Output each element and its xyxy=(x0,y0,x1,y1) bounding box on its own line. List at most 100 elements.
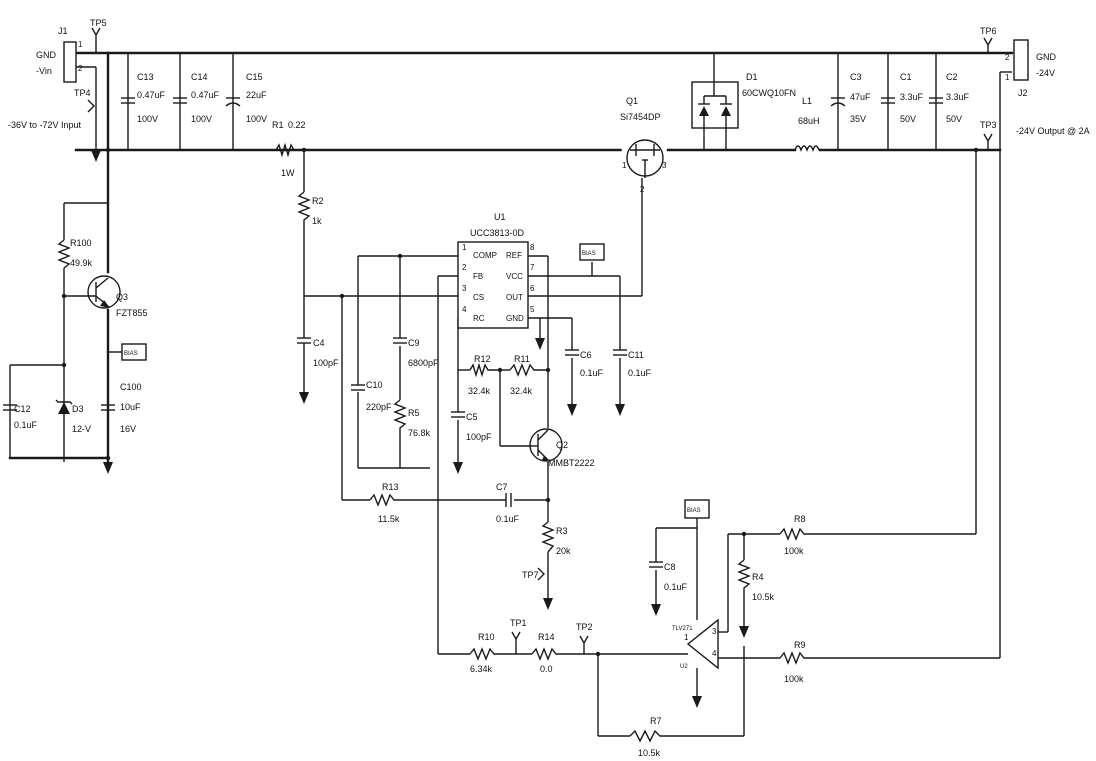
tp7-marker: TP7 xyxy=(522,567,545,581)
bias-label-u2: BIAS xyxy=(687,508,701,514)
output-rating-note: -24V Output @ 2A xyxy=(1016,126,1090,136)
r9-ref: R9 xyxy=(794,640,806,650)
capacitor-c9: C9 6800pF xyxy=(393,337,439,368)
transistor-q3: Q3 FZT855 xyxy=(87,275,148,318)
l1-value: 68uH xyxy=(798,116,820,126)
j2-gnd-label: GND xyxy=(1036,52,1057,62)
u1-part: UCC3813-0D xyxy=(470,228,525,238)
ground-arrow xyxy=(739,626,749,638)
capacitor-c7: C7 0.1uF xyxy=(496,482,520,524)
tp6-marker: TP6 xyxy=(980,26,997,53)
connector-j1: J1 GND -Vin 1 2 xyxy=(36,26,83,83)
c14-rating: 100V xyxy=(191,114,212,124)
r5-value: 76.8k xyxy=(408,428,431,438)
tp2-marker: TP2 xyxy=(576,622,593,654)
q1-pin-1: 1 xyxy=(622,161,627,170)
r14-ref: R14 xyxy=(538,632,555,642)
tp7-label: TP7 xyxy=(522,570,539,580)
q3-value: FZT855 xyxy=(116,308,148,318)
capacitor-c5: C5 100pF xyxy=(451,411,492,442)
r3-value: 20k xyxy=(556,546,571,556)
r7-value: 10.5k xyxy=(638,748,661,758)
resistor-r13: R13 11.5k xyxy=(369,482,404,524)
q1-pin-3: 3 xyxy=(662,161,667,170)
j1-pin2: 2 xyxy=(78,64,83,73)
r100-ref: R100 xyxy=(70,238,92,248)
u1-pin-7-number: 7 xyxy=(530,263,535,272)
c5-ref: C5 xyxy=(466,412,478,422)
r8-value: 100k xyxy=(784,546,804,556)
r5-ref: R5 xyxy=(408,408,420,418)
resistor-r10: R10 6.34k xyxy=(469,632,500,674)
capacitor-c1: C1 3.3uF 50V xyxy=(881,72,924,124)
d1-value: 60CWQ10FN xyxy=(742,88,796,98)
tp4-label: TP4 xyxy=(74,88,91,98)
r3-ref: R3 xyxy=(556,526,568,536)
r12-ref: R12 xyxy=(474,354,491,364)
tp5-label: TP5 xyxy=(90,18,107,28)
c5-value: 100pF xyxy=(466,432,492,442)
c4-value: 100pF xyxy=(313,358,339,368)
bias-label-u1: BIAS xyxy=(582,251,596,257)
c100-rating: 16V xyxy=(120,424,136,434)
c15-value: 22uF xyxy=(246,90,267,100)
u1-pin-cs: CS xyxy=(473,293,484,302)
r9-value: 100k xyxy=(784,674,804,684)
d3-value: 12-V xyxy=(72,424,91,434)
resistor-r4: R4 10.5k xyxy=(737,559,775,602)
u1-pin-3-number: 3 xyxy=(462,284,467,293)
u1-pin-comp: COMP xyxy=(473,251,497,260)
r2-ref: R2 xyxy=(312,196,324,206)
c2-ref: C2 xyxy=(946,72,958,82)
c3-rating: 35V xyxy=(850,114,866,124)
capacitor-c11: C11 0.1uF xyxy=(613,349,652,378)
j2-ref: J2 xyxy=(1018,88,1028,98)
ground-arrow xyxy=(692,696,702,708)
c7-ref: C7 xyxy=(496,482,508,492)
r1-ref: R1 xyxy=(272,120,284,130)
q3-ref: Q3 xyxy=(116,292,128,302)
capacitor-c10: C10 220pF xyxy=(351,380,392,412)
resistor-r1: R1 0.22 1W xyxy=(272,120,306,178)
q1-value: Si7454DP xyxy=(620,112,661,122)
r1-value: 0.22 xyxy=(288,120,306,130)
ic-u1: U1 UCC3813-0D 1 COMP 2 FB 3 CS 4 RC 8 RE… xyxy=(457,212,535,329)
r10-ref: R10 xyxy=(478,632,495,642)
u1-pin-gnd: GND xyxy=(506,314,524,323)
c10-ref: C10 xyxy=(366,380,383,390)
r11-value: 32.4k xyxy=(510,386,533,396)
c11-value: 0.1uF xyxy=(628,368,652,378)
tp4-marker: TP4 xyxy=(74,88,95,113)
j2-pin2: 2 xyxy=(1005,53,1010,62)
u1-pin-out: OUT xyxy=(506,293,523,302)
l1-ref: L1 xyxy=(802,96,812,106)
u1-ref: U1 xyxy=(494,212,506,222)
c14-ref: C14 xyxy=(191,72,208,82)
junction-dots xyxy=(61,147,979,657)
j1-pin1: 1 xyxy=(78,40,83,49)
resistor-r3: R3 20k xyxy=(541,521,571,556)
u2-pin-1: 1 xyxy=(684,633,689,642)
resistor-r9: R9 100k xyxy=(779,640,810,684)
u2-pin-4: 4 xyxy=(712,649,717,658)
u1-pin-1-number: 1 xyxy=(462,243,467,252)
u1-pin-ref: REF xyxy=(506,251,522,260)
j1-gnd-label: GND xyxy=(36,50,57,60)
resistor-r100: R100 49.9k xyxy=(57,238,93,269)
c6-ref: C6 xyxy=(580,350,592,360)
ground-symbols xyxy=(91,150,749,708)
resistor-r5: R5 76.8k xyxy=(393,399,431,440)
c100-ref: C100 xyxy=(120,382,142,392)
ground-arrow xyxy=(615,404,625,416)
c3-value: 47uF xyxy=(850,92,871,102)
c9-value: 6800pF xyxy=(408,358,439,368)
u2-ref: U2 xyxy=(680,664,688,670)
resistor-r2: R2 1k xyxy=(297,191,324,228)
r7-ref: R7 xyxy=(650,716,662,726)
u1-pin-5-number: 5 xyxy=(530,305,535,314)
r12-value: 32.4k xyxy=(468,386,491,396)
c1-ref: C1 xyxy=(900,72,912,82)
r8-ref: R8 xyxy=(794,514,806,524)
c4-ref: C4 xyxy=(313,338,325,348)
resistor-r12: R12 32.4k xyxy=(468,354,500,396)
